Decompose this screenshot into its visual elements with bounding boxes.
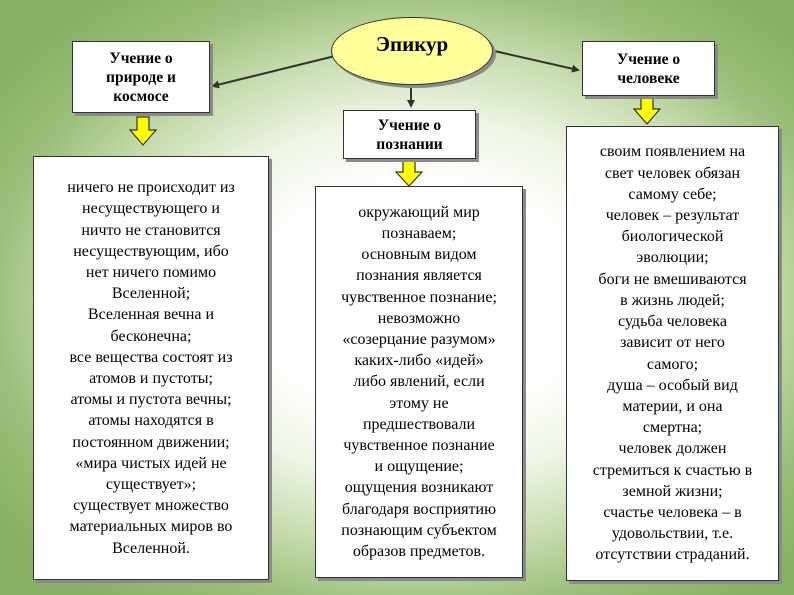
human-text: своим появлением на свет человек обязан … [592,143,753,564]
connector-to-nature [211,55,336,89]
nature-content: ничего не происходит из несуществующего … [33,156,269,580]
down-arrow-icon [632,95,662,125]
down-arrow-icon [394,159,424,187]
down-arrow-icon [128,116,158,146]
human-header: Учение о человеке [582,41,715,96]
knowledge-title: Учение о познании [376,116,443,153]
knowledge-content: окружающий мир познаваем; основным видом… [315,186,523,578]
human-content: своим появлением на свет человек обязан … [566,126,779,581]
connector-to-human [489,49,580,73]
nature-title: Учение о природе и космосе [106,49,176,105]
knowledge-header: Учение о познании [343,110,476,159]
nature-header: Учение о природе и космосе [72,41,210,113]
center-title: Эпикур [375,31,449,56]
center-node: Эпикур [331,17,493,85]
nature-text: ничего не происходит из несуществующего … [67,179,235,557]
knowledge-text: окружающий мир познаваем; основным видом… [341,203,497,561]
human-title: Учение о человеке [616,50,681,87]
